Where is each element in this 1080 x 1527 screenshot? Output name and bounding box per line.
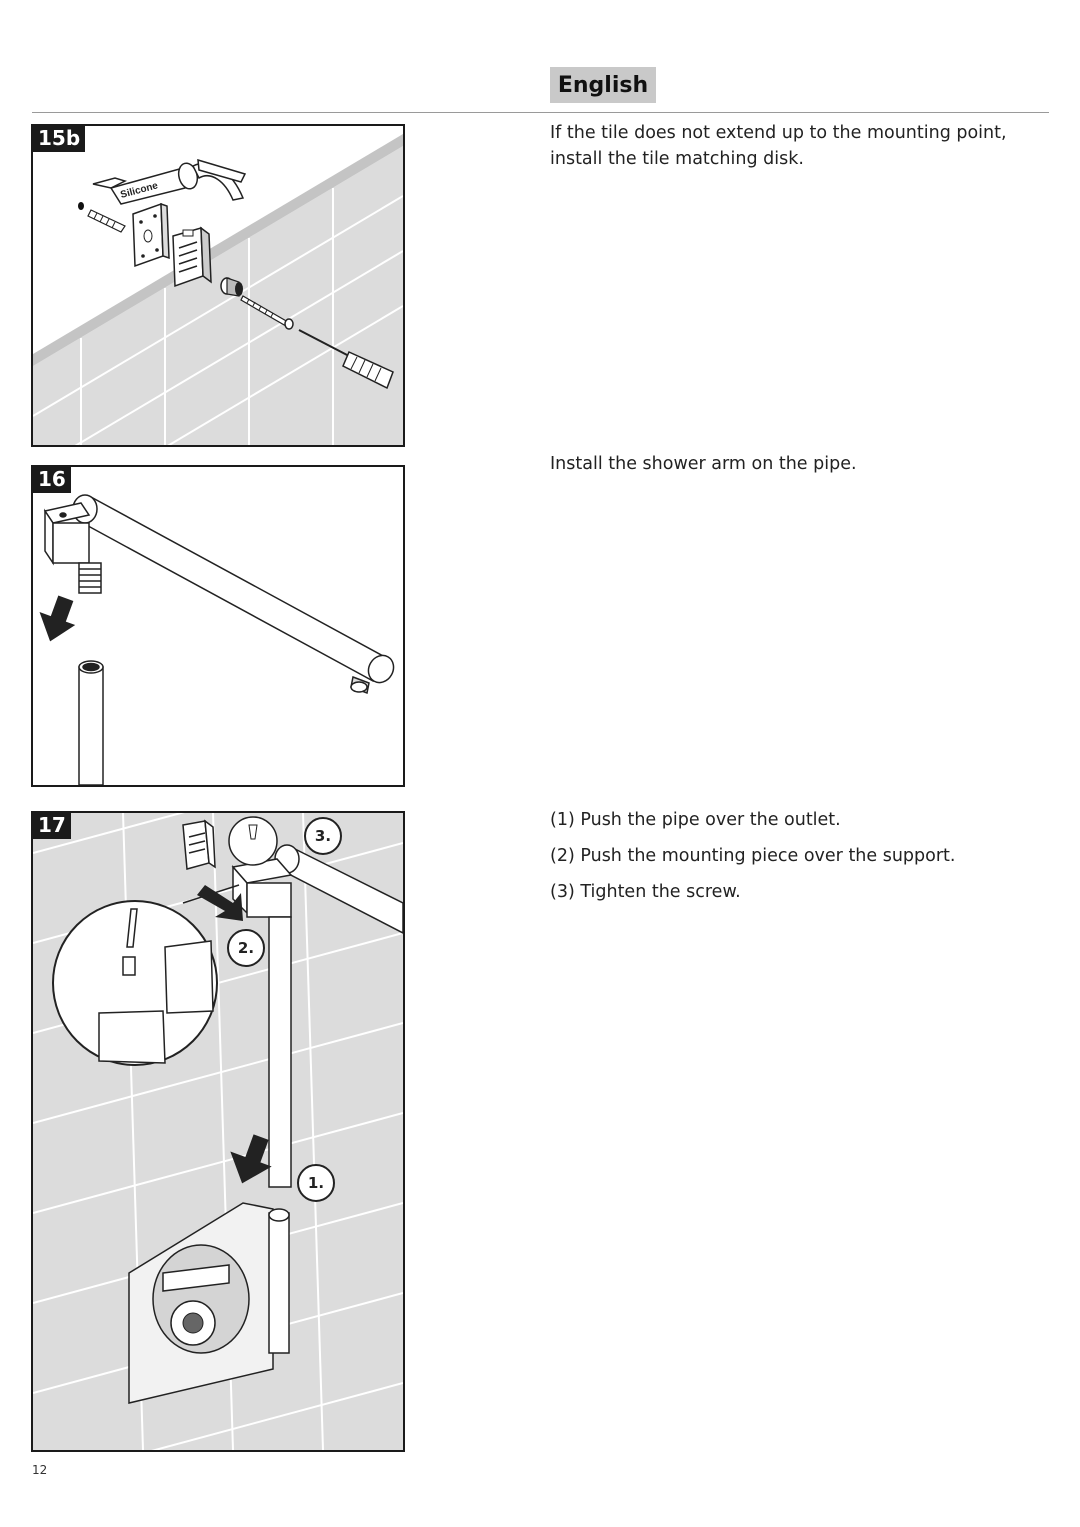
header-rule <box>32 112 1049 113</box>
wall-mount <box>43 502 91 566</box>
illustration-16 <box>39 494 395 785</box>
illustration-17 <box>33 813 403 1450</box>
bushing <box>220 277 243 297</box>
vertical-pipe <box>78 660 104 785</box>
callout-3: 3. <box>304 817 342 855</box>
callout-2: 2. <box>227 929 265 967</box>
pipe-connector <box>78 562 102 594</box>
instruction-item: (3) Tighten the screw. <box>550 882 741 902</box>
callout-1: 1. <box>297 1164 335 1202</box>
figure-label-16: 16 <box>33 465 71 493</box>
figure-17: 3. 2. 1. <box>31 811 405 1452</box>
wall-plug <box>87 209 126 233</box>
tile-matching-disk <box>132 202 170 268</box>
figure-label-17: 17 <box>33 811 71 839</box>
step-17-instructions: (1) Push the pipe over the outlet. (2) P… <box>550 807 1050 915</box>
step-15b-text: If the tile does not extend up to the mo… <box>550 123 1007 169</box>
screwdriver-icon <box>298 329 394 390</box>
shower-arm <box>72 494 395 695</box>
detail-magnifier <box>52 884 240 1066</box>
language-label: English <box>557 72 649 98</box>
page-number: 12 <box>32 1463 48 1477</box>
screw <box>240 295 294 330</box>
figure-label-15b: 15b <box>33 124 86 152</box>
figure-16 <box>31 465 405 787</box>
mounting-piece <box>172 226 212 288</box>
language-tab: English <box>550 67 656 103</box>
instruction-item: (1) Push the pipe over the outlet. <box>550 810 841 830</box>
thermostat-plate <box>128 1202 290 1404</box>
step-16-text: Install the shower arm on the pipe. <box>550 454 857 474</box>
down-arrow-icon <box>39 595 76 642</box>
figure-15b: Silicone <box>31 124 405 447</box>
illustration-15b: Silicone <box>33 134 403 445</box>
silicone-tube: Silicone <box>92 158 247 205</box>
instruction-item: (2) Push the mounting piece over the sup… <box>550 846 956 866</box>
